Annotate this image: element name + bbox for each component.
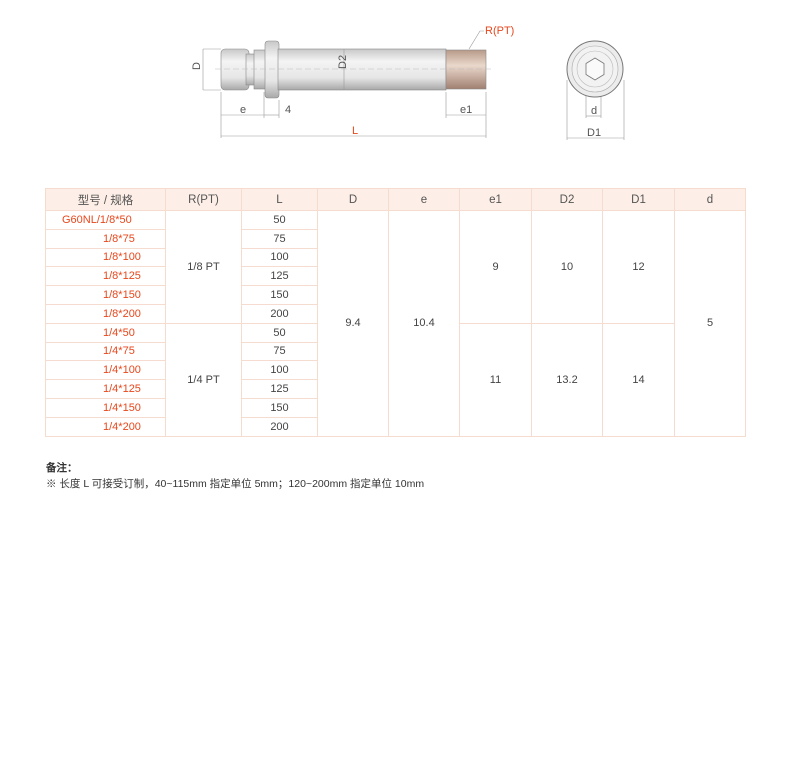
dim-4: 4 [285, 104, 291, 116]
dim-d: d [591, 105, 597, 117]
model-cell: 1/8*100 [45, 247, 166, 268]
L-cell: 100 [241, 247, 318, 268]
table-row: 1/8*125 125 [45, 266, 746, 287]
table-header: 型号 / 规格 R(PT) L D e e1 D2 D1 d [45, 188, 746, 211]
model-cell: 1/4*50 [45, 322, 166, 343]
dim-D1: D1 [587, 127, 601, 139]
L-cell: 150 [241, 285, 318, 305]
L-cell: 150 [241, 397, 318, 418]
model-cell: 1/8*200 [45, 303, 166, 324]
dim-R: R(PT) [485, 25, 514, 37]
table-row: 1/8*200 200 [45, 303, 746, 324]
pull-stud-drawing: D D2 R(PT) e 4 e1 L d D1 [191, 25, 625, 140]
L-cell: 200 [241, 303, 318, 324]
header-e: e [388, 188, 460, 211]
header-D1: D1 [602, 188, 675, 211]
dim-D: D [191, 62, 203, 70]
D-cell: 9.4 [317, 210, 389, 437]
table-row: 1/8*75 75 [45, 228, 746, 249]
model-cell: 1/8*125 [45, 266, 166, 287]
L-cell: 50 [241, 322, 318, 343]
spec-table: 型号 / 规格 R(PT) L D e e1 D2 D1 d G60NL/1/8… [45, 188, 746, 437]
pull-stud-end-view [566, 40, 624, 98]
header-D2: D2 [531, 188, 603, 211]
e1-cell: 11 [459, 322, 532, 437]
model-cell: 1/8*150 [45, 285, 166, 305]
model-cell: 1/4*200 [45, 416, 166, 437]
dim-D2: D2 [337, 55, 349, 69]
model-cell: G60NL/1/8*50 [45, 210, 166, 230]
table-row: 1/4*200 200 [45, 416, 746, 437]
D1-cell: 14 [602, 322, 675, 437]
L-cell: 200 [241, 416, 318, 437]
L-cell: 125 [241, 379, 318, 399]
D2-cell: 10 [531, 210, 603, 324]
notes: 备注： ※ 长度 L 可接受订制，40~115mm 指定单位 5mm；120~2… [46, 460, 424, 492]
model-cell: 1/8*75 [45, 228, 166, 249]
L-cell: 125 [241, 266, 318, 287]
rpt-cell: 1/8 PT [165, 210, 242, 324]
L-cell: 100 [241, 360, 318, 381]
table-row: 1/4*75 75 [45, 341, 746, 362]
header-L: L [241, 188, 318, 211]
header-d: d [674, 188, 746, 211]
D1-cell: 12 [602, 210, 675, 324]
e1-cell: 9 [459, 210, 532, 324]
header-e1: e1 [459, 188, 532, 211]
model-cell: 1/4*100 [45, 360, 166, 381]
rpt-cell: 1/4 PT [165, 322, 242, 437]
table-row: 1/4*50 1/4 PT 50 11 13.2 14 [45, 322, 746, 437]
L-cell: 75 [241, 228, 318, 249]
dim-e: e [240, 104, 246, 116]
model-cell: 1/4*125 [45, 379, 166, 399]
pull-stud-side-view [220, 40, 487, 99]
dim-e1: e1 [460, 104, 472, 116]
notes-title: 备注： [46, 462, 78, 474]
model-cell: 1/4*150 [45, 397, 166, 418]
D2-cell: 13.2 [531, 322, 603, 437]
dim-L: L [352, 125, 358, 137]
d-cell: 5 [674, 210, 746, 437]
notes-text: ※ 长度 L 可接受订制，40~115mm 指定单位 5mm；120~200mm… [46, 478, 425, 490]
e-cell: 10.4 [388, 210, 460, 437]
header-D: D [317, 188, 389, 211]
L-cell: 50 [241, 210, 318, 230]
header-rpt: R(PT) [165, 188, 242, 211]
model-cell: 1/4*75 [45, 341, 166, 362]
header-model: 型号 / 规格 [45, 188, 166, 211]
table-row: G60NL/1/8*50 1/8 PT 50 9.4 10.4 9 10 12 … [45, 210, 746, 437]
L-cell: 75 [241, 341, 318, 362]
